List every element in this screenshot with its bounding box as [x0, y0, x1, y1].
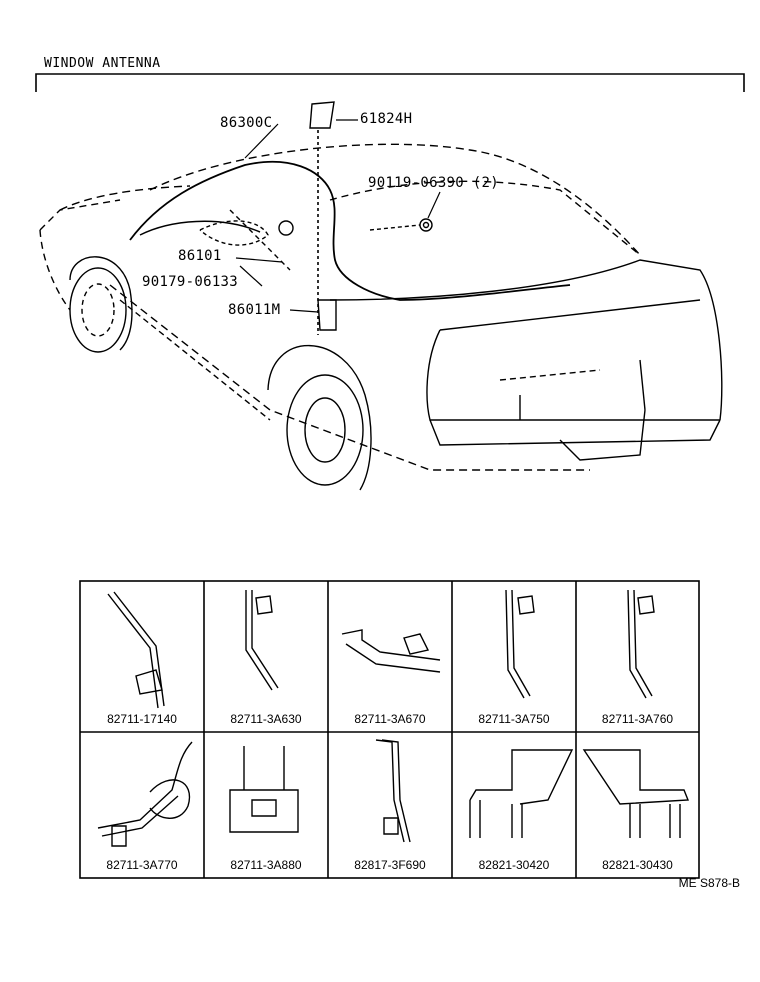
part-sketch-7 — [229, 746, 299, 833]
part-number: 82711-3A770 — [106, 858, 178, 872]
callout-61824h: 61824H — [360, 111, 413, 127]
part-cell: 82711-3A670 — [328, 581, 452, 732]
car-illustration — [39, 101, 723, 491]
callout-86011m: 86011M — [228, 302, 281, 318]
parts-table-grid — [79, 580, 700, 879]
section-title: WINDOW ANTENNA — [44, 56, 161, 71]
callout-86300c: 86300C — [220, 115, 273, 131]
part-cell: 82711-3A760 — [576, 581, 699, 732]
part-number: 82711-3A880 — [230, 858, 302, 872]
part-cell: 82817-3F690 — [328, 732, 452, 878]
callout-90179-06133: 90179-06133 — [142, 274, 239, 290]
part-sketch-1 — [107, 591, 165, 709]
part-number: 82821-30420 — [478, 858, 550, 872]
part-sketch-5 — [627, 589, 655, 699]
part-number: 82711-3A670 — [354, 712, 426, 726]
part-sketch-9 — [469, 749, 574, 838]
callout-90119-06390: 90119-06390 (2) — [368, 175, 499, 191]
part-cell: 82711-3A770 — [80, 732, 204, 878]
part-cell: 82711-3A630 — [204, 581, 328, 732]
callout-86101: 86101 — [178, 248, 222, 264]
part-number: 82711-3A760 — [601, 712, 674, 726]
part-cell: 82821-30420 — [452, 732, 576, 878]
part-sketch-6 — [97, 741, 193, 847]
diagram-code: ME S878-B — [678, 876, 740, 890]
part-number: 82817-3F690 — [354, 858, 426, 872]
part-sketch-2 — [245, 590, 279, 691]
part-cell: 82821-30430 — [576, 732, 699, 878]
part-number: 82711-17140 — [107, 712, 177, 726]
part-sketch-4 — [505, 589, 535, 699]
part-number: 82711-3A630 — [230, 712, 302, 726]
part-sketch-10 — [582, 749, 690, 838]
part-number: 82711-3A750 — [478, 712, 550, 726]
part-cell: 82711-3A880 — [204, 732, 328, 878]
part-sketch-3 — [341, 629, 441, 673]
part-cell: 82711-3A750 — [452, 581, 576, 732]
header-bracket — [35, 73, 745, 92]
part-cell: 82711-17140 — [80, 581, 204, 732]
part-sketch-8 — [375, 739, 411, 843]
part-number: 82821-30430 — [602, 858, 673, 872]
